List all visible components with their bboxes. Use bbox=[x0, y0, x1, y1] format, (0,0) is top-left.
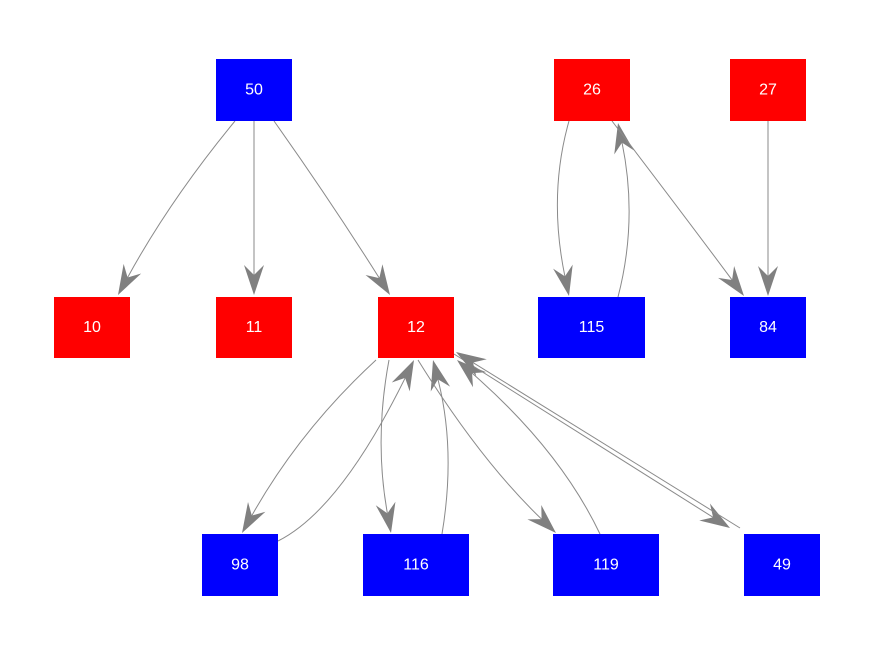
edge-line bbox=[556, 120, 570, 277]
edge-12-to-49 bbox=[453, 353, 730, 528]
arrowhead-icon bbox=[527, 505, 556, 533]
edge-line bbox=[277, 377, 406, 542]
arrowhead-icon bbox=[456, 352, 487, 377]
node-label: 98 bbox=[231, 557, 249, 574]
edge-line bbox=[251, 359, 377, 516]
node-label: 115 bbox=[579, 319, 605, 336]
arrowhead-icon bbox=[553, 264, 573, 296]
edge-49-to-12 bbox=[456, 352, 741, 529]
arrowhead-icon bbox=[118, 263, 142, 295]
node-label: 84 bbox=[759, 319, 777, 336]
edge-98-to-12 bbox=[277, 360, 414, 542]
node-27: 27 bbox=[730, 59, 806, 121]
edge-line bbox=[417, 359, 542, 520]
arrowhead-icon bbox=[718, 265, 744, 296]
arrowhead-icon bbox=[375, 501, 396, 533]
arrowhead-icon bbox=[758, 266, 778, 296]
node-label: 49 bbox=[773, 557, 791, 574]
edges-layer bbox=[118, 120, 778, 542]
node-12: 12 bbox=[378, 297, 454, 358]
arrowhead-icon bbox=[242, 501, 266, 533]
node-label: 12 bbox=[407, 319, 425, 336]
node-label: 26 bbox=[583, 82, 601, 99]
edge-line bbox=[611, 120, 733, 281]
node-box bbox=[378, 297, 454, 358]
node-26: 26 bbox=[554, 59, 630, 121]
edge-line bbox=[273, 120, 380, 279]
edge-line bbox=[471, 372, 601, 535]
edge-26-to-115 bbox=[553, 120, 573, 296]
node-box bbox=[730, 297, 806, 358]
arrowhead-icon bbox=[430, 360, 451, 392]
arrowhead-icon bbox=[391, 360, 414, 392]
node-label: 116 bbox=[403, 557, 429, 574]
node-box bbox=[744, 534, 820, 596]
arrowhead-icon bbox=[365, 264, 390, 295]
arrowhead-icon bbox=[457, 360, 487, 388]
arrowhead-icon bbox=[244, 265, 264, 295]
node-50: 50 bbox=[216, 59, 292, 121]
node-label: 11 bbox=[246, 319, 263, 336]
edge-line bbox=[380, 359, 390, 514]
node-box bbox=[553, 534, 659, 596]
node-49: 49 bbox=[744, 534, 820, 596]
arrowhead-icon bbox=[699, 503, 730, 528]
node-box bbox=[202, 534, 278, 596]
node-label: 119 bbox=[593, 557, 619, 574]
edge-line bbox=[437, 379, 449, 535]
edge-line bbox=[453, 353, 714, 518]
node-98: 98 bbox=[202, 534, 278, 596]
edge-line bbox=[127, 120, 236, 278]
edge-116-to-12 bbox=[430, 360, 451, 535]
node-box bbox=[363, 534, 469, 596]
node-label: 27 bbox=[759, 82, 777, 99]
edge-115-to-26 bbox=[614, 123, 634, 298]
edge-50-to-10 bbox=[118, 120, 236, 295]
node-box bbox=[216, 297, 292, 358]
edge-50-to-11 bbox=[244, 121, 264, 295]
edge-12-to-116 bbox=[375, 359, 396, 533]
node-box bbox=[538, 297, 645, 358]
node-116: 116 bbox=[363, 534, 469, 596]
node-10: 10 bbox=[54, 297, 130, 358]
node-box bbox=[730, 59, 806, 121]
node-label: 50 bbox=[245, 82, 263, 99]
edge-line bbox=[617, 142, 630, 298]
node-84: 84 bbox=[730, 297, 806, 358]
edge-26-to-84 bbox=[611, 120, 744, 296]
edge-119-to-12 bbox=[457, 360, 601, 535]
edge-line bbox=[472, 362, 741, 529]
edge-12-to-98 bbox=[242, 359, 377, 533]
node-box bbox=[54, 297, 130, 358]
node-11: 11 bbox=[216, 297, 292, 358]
edge-12-to-119 bbox=[417, 359, 556, 533]
edge-27-to-84 bbox=[758, 121, 778, 296]
node-115: 115 bbox=[538, 297, 645, 358]
node-box bbox=[216, 59, 292, 121]
node-119: 119 bbox=[553, 534, 659, 596]
nodes-layer: 50 26 27 10 11 12 115 84 98 116 119 49 bbox=[54, 59, 820, 596]
node-box bbox=[554, 59, 630, 121]
edge-50-to-12 bbox=[273, 120, 390, 295]
node-label: 10 bbox=[83, 319, 101, 336]
